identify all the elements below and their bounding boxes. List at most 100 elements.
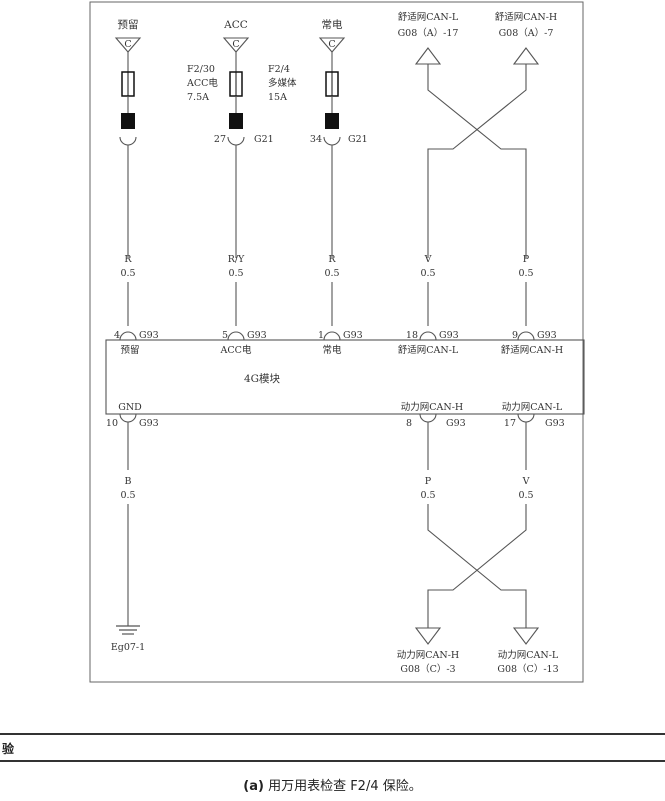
wire-acc-gauge: 0.5 bbox=[228, 268, 243, 279]
figure-caption: (a) 用万用表检查 F2/4 保险。 bbox=[0, 775, 665, 794]
pin-socket-icon bbox=[419, 331, 437, 341]
power-can-h-ref: G08（C）-3 bbox=[400, 663, 455, 675]
pin-ptcanh-label: 动力网CAN-H bbox=[401, 401, 463, 413]
pin-socket-icon bbox=[119, 331, 137, 341]
wire-ptcanh-gauge: 0.5 bbox=[420, 490, 435, 501]
pin-gnd-number: 10 bbox=[106, 418, 118, 429]
module-box bbox=[105, 339, 585, 415]
pin-const-g21-number: 34 bbox=[310, 134, 322, 145]
pin-const-conn: G93 bbox=[343, 330, 363, 341]
wire-const-gauge: 0.5 bbox=[324, 268, 339, 279]
power-can-l-ref: G08（C）-13 bbox=[497, 663, 558, 675]
pin-acc-g21-conn: G21 bbox=[254, 134, 274, 145]
pin-gnd-conn: G93 bbox=[139, 418, 159, 429]
pin-acc-label: ACC电 bbox=[220, 344, 252, 356]
connector-cup-icon bbox=[323, 136, 341, 146]
source-reserve-name: 预留 bbox=[118, 18, 139, 31]
lower-wire-labels: B 0.5 P 0.5 V 0.5 bbox=[120, 476, 533, 501]
comfort-can-h-name: 舒适网CAN-H bbox=[495, 11, 557, 23]
pin-ptcanl-number: 17 bbox=[504, 418, 516, 429]
source-reserve-type: C bbox=[124, 39, 131, 50]
comfort-can-top: 舒适网CAN-L G08（A）-17 舒适网CAN-H G08（A）-7 bbox=[398, 11, 557, 258]
comfort-can-l-name: 舒适网CAN-L bbox=[398, 11, 459, 23]
pin-reserve-number: 4 bbox=[114, 330, 120, 341]
ground-icon bbox=[116, 625, 140, 635]
pin-const-g21-conn: G21 bbox=[348, 134, 368, 145]
pin-ptcanl-conn: G93 bbox=[545, 418, 565, 429]
source-const: 常电 C F2/4 多媒体 15A 34 G21 bbox=[268, 18, 368, 258]
source-acc-type: C bbox=[232, 39, 239, 50]
module-name: 4G模块 bbox=[244, 373, 281, 385]
wire-reserve-gauge: 0.5 bbox=[120, 268, 135, 279]
pin-reserve-label: 预留 bbox=[120, 344, 139, 356]
wire-canl-gauge: 0.5 bbox=[420, 268, 435, 279]
source-const-type: C bbox=[328, 39, 335, 50]
wire-ptcanh-color: P bbox=[425, 476, 432, 487]
power-can-l-name: 动力网CAN-L bbox=[498, 649, 559, 661]
section-divider-top bbox=[0, 733, 665, 735]
pin-gnd-label: GND bbox=[118, 402, 142, 413]
diagram-frame bbox=[89, 1, 584, 683]
pin-socket-icon bbox=[517, 413, 535, 423]
pin-socket-icon bbox=[323, 331, 341, 341]
wire-canh-color: P bbox=[523, 254, 530, 265]
fuse-f230-rating: 7.5A bbox=[187, 92, 209, 103]
wire-comfort-can-l-twist bbox=[427, 64, 527, 258]
pin-canh-number: 9 bbox=[512, 330, 518, 341]
pin-ptcanl-label: 动力网CAN-L bbox=[502, 401, 563, 413]
connector-c-triangle-icon bbox=[222, 37, 250, 53]
pin-canl-number: 18 bbox=[406, 330, 418, 341]
connector-down-triangle-icon bbox=[512, 627, 540, 645]
connector-cup-icon bbox=[119, 136, 137, 146]
section-heading: 验 bbox=[2, 742, 15, 756]
pin-acc-number: 5 bbox=[222, 330, 228, 341]
connector-cup-icon bbox=[227, 136, 245, 146]
pin-reserve-conn: G93 bbox=[139, 330, 159, 341]
caption-text: 用万用表检查 F2/4 保险。 bbox=[268, 779, 422, 794]
fuse-terminal-block bbox=[121, 113, 135, 129]
fuse-f24-code: F2/4 bbox=[268, 64, 290, 75]
pin-canl-conn: G93 bbox=[439, 330, 459, 341]
pin-const-number: 1 bbox=[318, 330, 324, 341]
source-reserve: 预留 C bbox=[114, 18, 142, 258]
pin-socket-icon bbox=[119, 413, 137, 423]
fuse-f230-desc: ACC电 bbox=[186, 77, 218, 89]
source-const-name: 常电 bbox=[322, 18, 343, 31]
fuse-terminal-block bbox=[229, 113, 243, 129]
wire-canl-color: V bbox=[424, 254, 432, 265]
source-acc: ACC C F2/30 ACC电 7.5A 27 G21 bbox=[186, 19, 274, 258]
pin-socket-icon bbox=[227, 331, 245, 341]
wire-gnd-color: B bbox=[125, 476, 132, 487]
wire-acc-color: R/Y bbox=[228, 254, 245, 265]
connector-c-triangle-icon bbox=[318, 37, 346, 53]
wire-ptcanl-twist bbox=[427, 504, 527, 628]
ground-name: Eg07-1 bbox=[111, 642, 145, 653]
power-can-h-name: 动力网CAN-H bbox=[397, 649, 459, 661]
4g-module: 4G模块 4 G93 5 G93 1 G93 18 G93 9 G93 预留 A… bbox=[105, 330, 585, 429]
pin-ptcanh-conn: G93 bbox=[446, 418, 466, 429]
pin-canh-conn: G93 bbox=[537, 330, 557, 341]
pin-const-label: 常电 bbox=[322, 344, 342, 356]
wire-ptcanl-color: V bbox=[522, 476, 530, 487]
pin-socket-icon bbox=[419, 413, 437, 423]
fuse-terminal-block bbox=[325, 113, 339, 129]
connector-c-triangle-icon bbox=[114, 37, 142, 53]
section-divider-bottom bbox=[0, 760, 665, 762]
connector-up-triangle-icon bbox=[512, 47, 540, 65]
fuse-f24-rating: 15A bbox=[268, 92, 287, 103]
pin-socket-icon bbox=[517, 331, 535, 341]
pin-acc-conn: G93 bbox=[247, 330, 267, 341]
connector-down-triangle-icon bbox=[414, 627, 442, 645]
connector-up-triangle-icon bbox=[414, 47, 442, 65]
comfort-can-l-ref: G08（A）-17 bbox=[398, 27, 459, 39]
wire-ptcanh-twist bbox=[427, 504, 527, 628]
fuse-f230-code: F2/30 bbox=[187, 64, 215, 75]
power-can-bottom: 动力网CAN-H G08（C）-3 动力网CAN-L G08（C）-13 bbox=[397, 504, 559, 675]
fuse-f24-desc: 多媒体 bbox=[268, 77, 297, 89]
wire-comfort-can-h-twist bbox=[427, 64, 527, 258]
pin-acc-g21-number: 27 bbox=[214, 134, 226, 145]
upper-wire-labels: R 0.5 R/Y 0.5 R 0.5 V 0.5 P 0.5 bbox=[120, 254, 533, 279]
comfort-can-h-ref: G08（A）-7 bbox=[499, 27, 554, 39]
source-acc-name: ACC bbox=[223, 19, 248, 31]
wire-canh-gauge: 0.5 bbox=[518, 268, 533, 279]
